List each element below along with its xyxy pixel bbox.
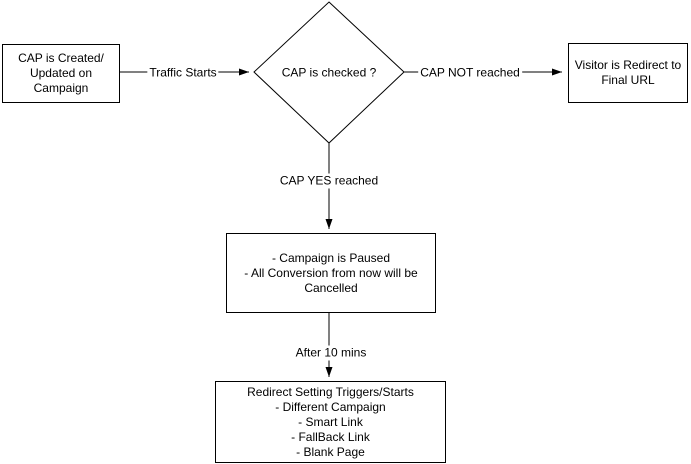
redirect-settings-node: Redirect Setting Triggers/Starts - Diffe… xyxy=(215,381,446,463)
edge-label-cap-not-reached: CAP NOT reached xyxy=(418,65,522,81)
start-node: CAP is Created/ Updated on Campaign xyxy=(2,44,120,103)
final-url-node-label: Visitor is Redirect to Final URL xyxy=(574,58,682,87)
edge-label-traffic-starts: Traffic Starts xyxy=(147,65,219,81)
start-node-label: CAP is Created/ Updated on Campaign xyxy=(18,51,104,95)
final-url-node: Visitor is Redirect to Final URL xyxy=(568,43,688,103)
edge-label-after-10-mins: After 10 mins xyxy=(293,345,369,361)
edge-label-cap-yes-reached: CAP YES reached xyxy=(277,173,381,189)
campaign-paused-node: - Campaign is Paused - All Conversion fr… xyxy=(226,233,436,313)
campaign-paused-node-label: - Campaign is Paused - All Conversion fr… xyxy=(244,250,418,295)
redirect-settings-node-label: Redirect Setting Triggers/Starts - Diffe… xyxy=(247,384,414,459)
decision-node-label: CAP is checked ? xyxy=(281,65,377,80)
